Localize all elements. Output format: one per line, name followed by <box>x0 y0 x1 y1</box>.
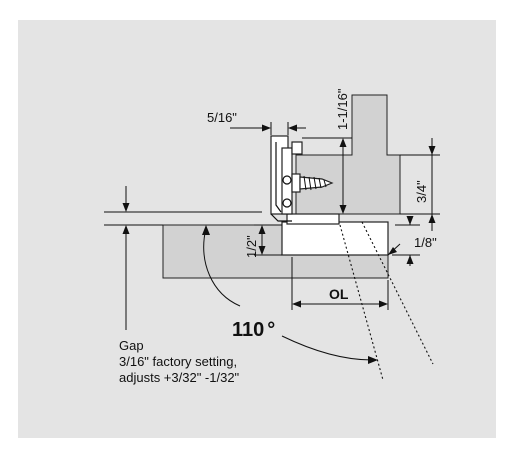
dimension-hinge-width: 5/16" <box>207 110 237 125</box>
gap-note-line-1: 3/16" factory setting, <box>119 354 237 369</box>
dimension-hinge-height: 1-1/16" <box>335 88 350 130</box>
dimension-door-edge: 1/8" <box>414 235 437 250</box>
mounting-screw <box>291 173 334 193</box>
hinge-mounting-plate <box>286 213 340 225</box>
opening-angle-label: 110° <box>232 319 275 341</box>
dimension-door-thickness: 1/2" <box>244 235 259 258</box>
dimension-side-thickness: 3/4" <box>414 180 429 203</box>
hinge-cup <box>281 221 389 256</box>
hinge-arm <box>270 135 303 222</box>
gap-note-title: Gap <box>119 338 144 353</box>
gap-note-line-2: adjusts +3/32" -1/32" <box>119 370 240 385</box>
dimension-overlay: OL <box>329 286 349 302</box>
